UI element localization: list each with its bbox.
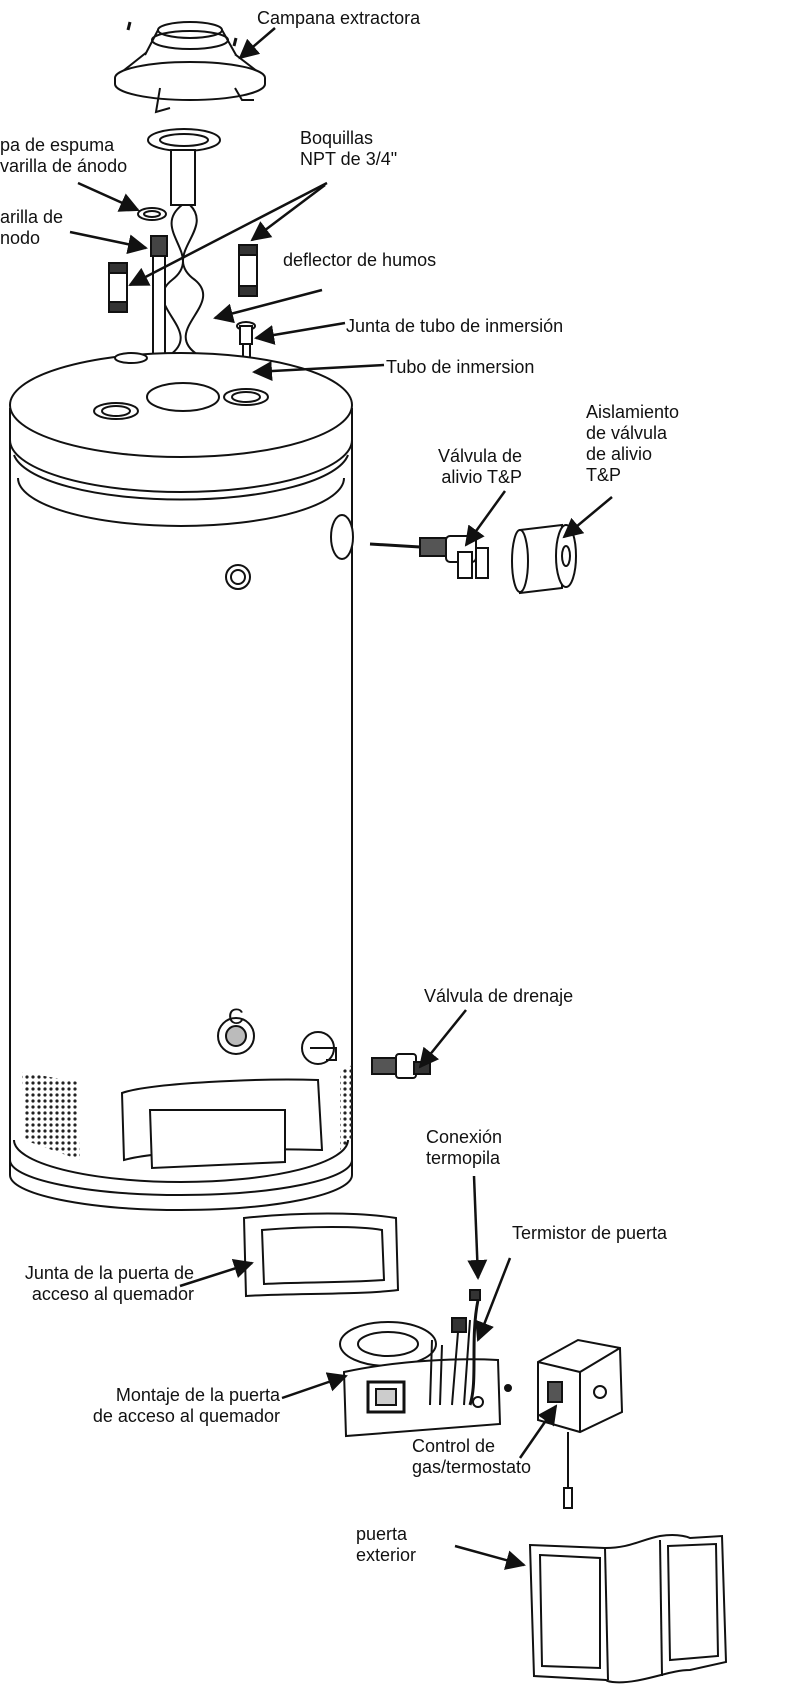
label-boquillas-npt: Boquillas NPT de 3/4" <box>300 128 398 169</box>
label-puerta-exterior: puerta exterior <box>356 1524 417 1565</box>
burner-door-assembly <box>339 1289 512 1438</box>
label-montaje-puerta-acceso: Montaje de la puerta de acceso al quemad… <box>92 1385 280 1426</box>
leader-arrows <box>69 27 613 1570</box>
label-junta-puerta-acceso: Junta de la puerta de acceso al quemador <box>24 1263 194 1304</box>
label-junta-tubo-inmersion: Junta de tubo de inmersión <box>346 316 564 336</box>
tp-valve-insulation <box>511 523 577 595</box>
access-symbol: C <box>228 1004 244 1029</box>
label-aislamiento-valvula: Aislamiento de válvula de alivio T&P <box>586 402 680 485</box>
npt-nipples <box>108 244 258 313</box>
draft-hood <box>114 21 266 114</box>
label-campana-extractora: Campana extractora <box>257 8 421 28</box>
door-gasket <box>242 1212 400 1298</box>
label-valvula-drenaje: Válvula de drenaje <box>424 986 574 1006</box>
label-tubo-inmersion: Tubo de inmersion <box>386 357 535 377</box>
tank <box>9 352 354 1211</box>
tp-relief-valve <box>369 535 489 579</box>
label-termistor-puerta: Termistor de puerta <box>512 1223 668 1243</box>
label-control-gas-termostato: Control de gas/termostato <box>412 1436 532 1477</box>
label-conexion-termopila: Conexión termopila <box>426 1127 503 1168</box>
label-deflector-humos: deflector de humos <box>283 250 437 270</box>
label-espuma-anodo: pa de espuma varilla de ánodo <box>0 135 128 176</box>
gas-control-thermostat <box>537 1338 624 1509</box>
label-varilla-anodo: arilla de nodo <box>0 207 64 248</box>
label-valvula-alivio-tp: Válvula de alivio T&P <box>438 446 523 487</box>
outer-door <box>528 1534 728 1684</box>
